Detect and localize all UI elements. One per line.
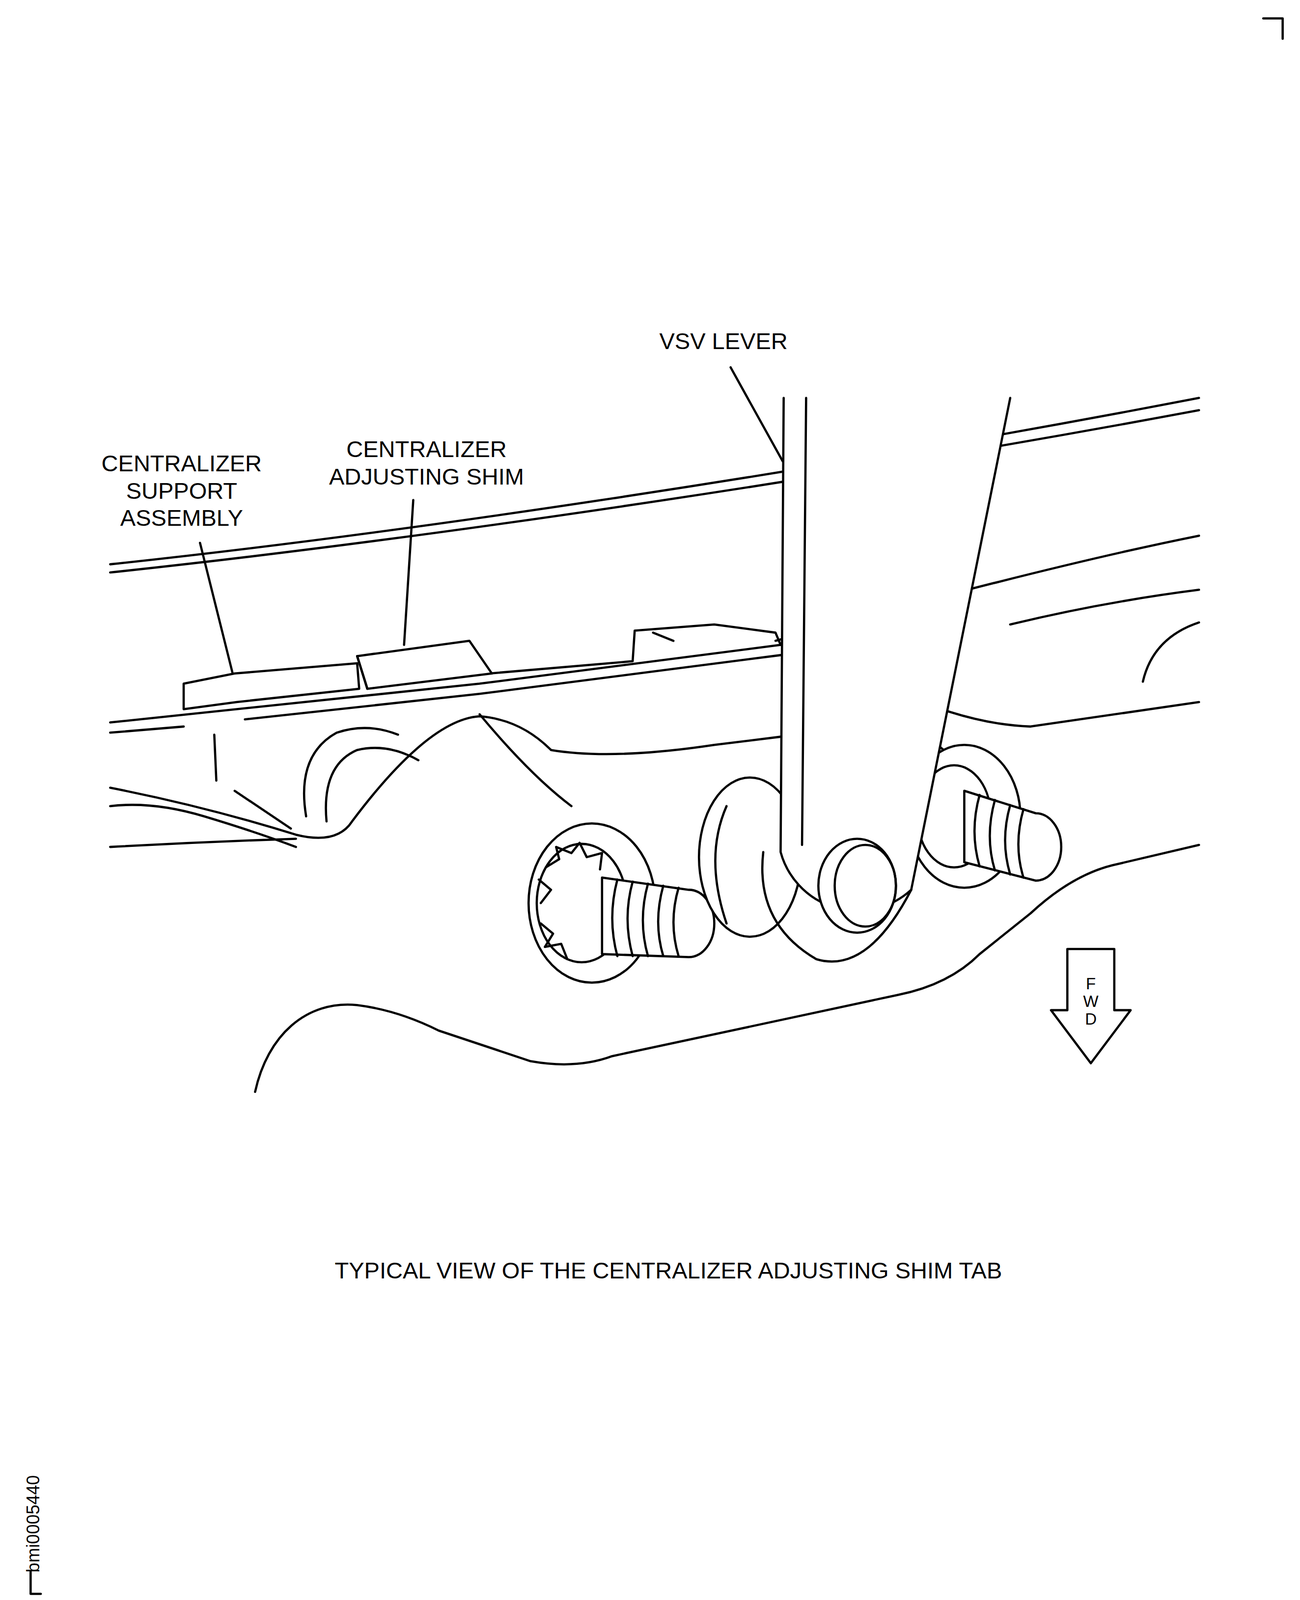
part-name: VSV LEVER — [621, 327, 826, 356]
case-line — [110, 410, 1199, 573]
figure-caption: TYPICAL VIEW OF THE CENTRALIZER ADJUSTIN… — [55, 1257, 1281, 1285]
fwd-arrow — [1051, 949, 1131, 1064]
figure-id: bmi0005440 — [24, 1475, 44, 1574]
leader-line — [404, 499, 414, 645]
ring-edge — [110, 804, 296, 848]
corner-mark — [1263, 18, 1283, 39]
adjusting-shim — [357, 656, 368, 690]
part-name: CENTRALIZER ADJUSTING SHIM — [314, 435, 539, 491]
corner-mark — [30, 1572, 41, 1595]
direction-mark: FWD — [1082, 975, 1100, 1029]
leader-line — [730, 367, 783, 462]
centralizer-support — [489, 624, 781, 674]
case-line — [1010, 589, 1199, 625]
bolt-spline — [538, 843, 603, 960]
bushing — [715, 806, 727, 924]
leader-line — [199, 543, 233, 674]
lever-hole — [818, 838, 896, 933]
adjusting-shim — [357, 640, 492, 690]
vsv-lever — [802, 398, 806, 846]
lever-hole — [834, 845, 897, 927]
bolt-thread — [612, 880, 679, 957]
ring-edge — [214, 734, 291, 829]
vsv-lever — [780, 398, 1010, 912]
ring-edge — [110, 716, 781, 838]
centralizer-support — [183, 663, 360, 710]
centralizer-support — [653, 633, 674, 642]
bolt-stud — [602, 877, 715, 958]
case-line — [1142, 622, 1199, 683]
part-name: CENTRALIZER SUPPORT ASSEMBLY — [82, 449, 281, 532]
ring-edge — [110, 838, 296, 848]
bolt-thread — [974, 795, 1024, 878]
cylinder-cutout — [304, 728, 398, 817]
case-line — [110, 398, 1199, 565]
cylinder-cutout — [326, 747, 419, 822]
bolt-stud — [964, 791, 1061, 882]
